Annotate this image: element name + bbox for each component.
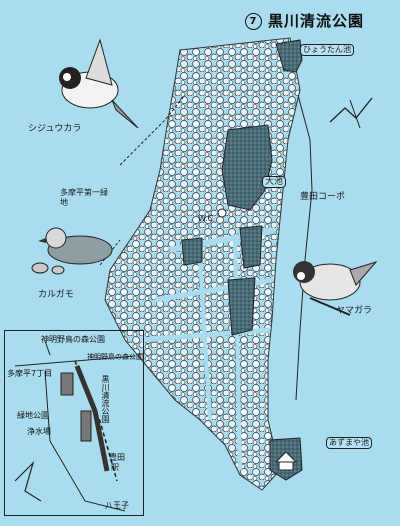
inset-label-shinmei-forest: 神明野鳥の森公園 xyxy=(41,335,105,344)
label-shijuukara: シジュウカラ xyxy=(28,124,82,134)
north-arrow xyxy=(329,97,373,123)
label-azumaya-pond: あずまや池 xyxy=(326,437,372,449)
label-yamagara: ヤマガラ xyxy=(336,306,373,316)
shijuukara-bird xyxy=(59,38,139,129)
inset-label-hachioji: 八王子 xyxy=(105,501,129,510)
label-big-pond: 大池 xyxy=(262,176,287,188)
mid-pond-3 xyxy=(227,277,256,336)
inset-label-tama-7: 多摩平7丁目 xyxy=(7,369,53,378)
park-number: 7 xyxy=(245,13,262,30)
inset-label-station: 駅 xyxy=(111,463,119,472)
big-pond xyxy=(221,124,273,211)
mid-pond-1 xyxy=(239,225,263,269)
inset-label-shinmei-forest-2: 神明野鳥の森公園 xyxy=(87,353,143,361)
park-name: 黒川清流公園 xyxy=(268,12,365,30)
karugamo-duck xyxy=(31,227,113,275)
label-wc: W.C xyxy=(198,214,214,223)
label-tama-ryokuchi: 多摩平第一緑地 xyxy=(60,188,108,207)
inset-label-ryokuchi: 緑地公園 xyxy=(17,411,49,420)
inset-locator-map: 神明野鳥の森公園 神明野鳥の森公園 多摩平7丁目 黒川清流公園 緑地公園 浄水場… xyxy=(4,330,144,516)
map-title: 7 黒川清流公園 xyxy=(245,10,364,31)
yamagara-bird xyxy=(293,261,378,316)
inset-label-josui: 浄水場 xyxy=(27,427,51,436)
label-hyoutan-pond: ひょうたん池 xyxy=(300,44,354,56)
inset-label-toyoda: 豊田 xyxy=(109,453,125,462)
label-karugamo: カルガモ xyxy=(38,290,74,300)
label-toyoda-corpo: 豊田コーポ xyxy=(300,192,346,202)
mid-pond-2 xyxy=(181,237,203,266)
inset-label-kurokawa: 黒川清流公園 xyxy=(101,375,110,423)
hyoutan-pond xyxy=(275,39,303,73)
inset-drawing xyxy=(14,340,136,512)
